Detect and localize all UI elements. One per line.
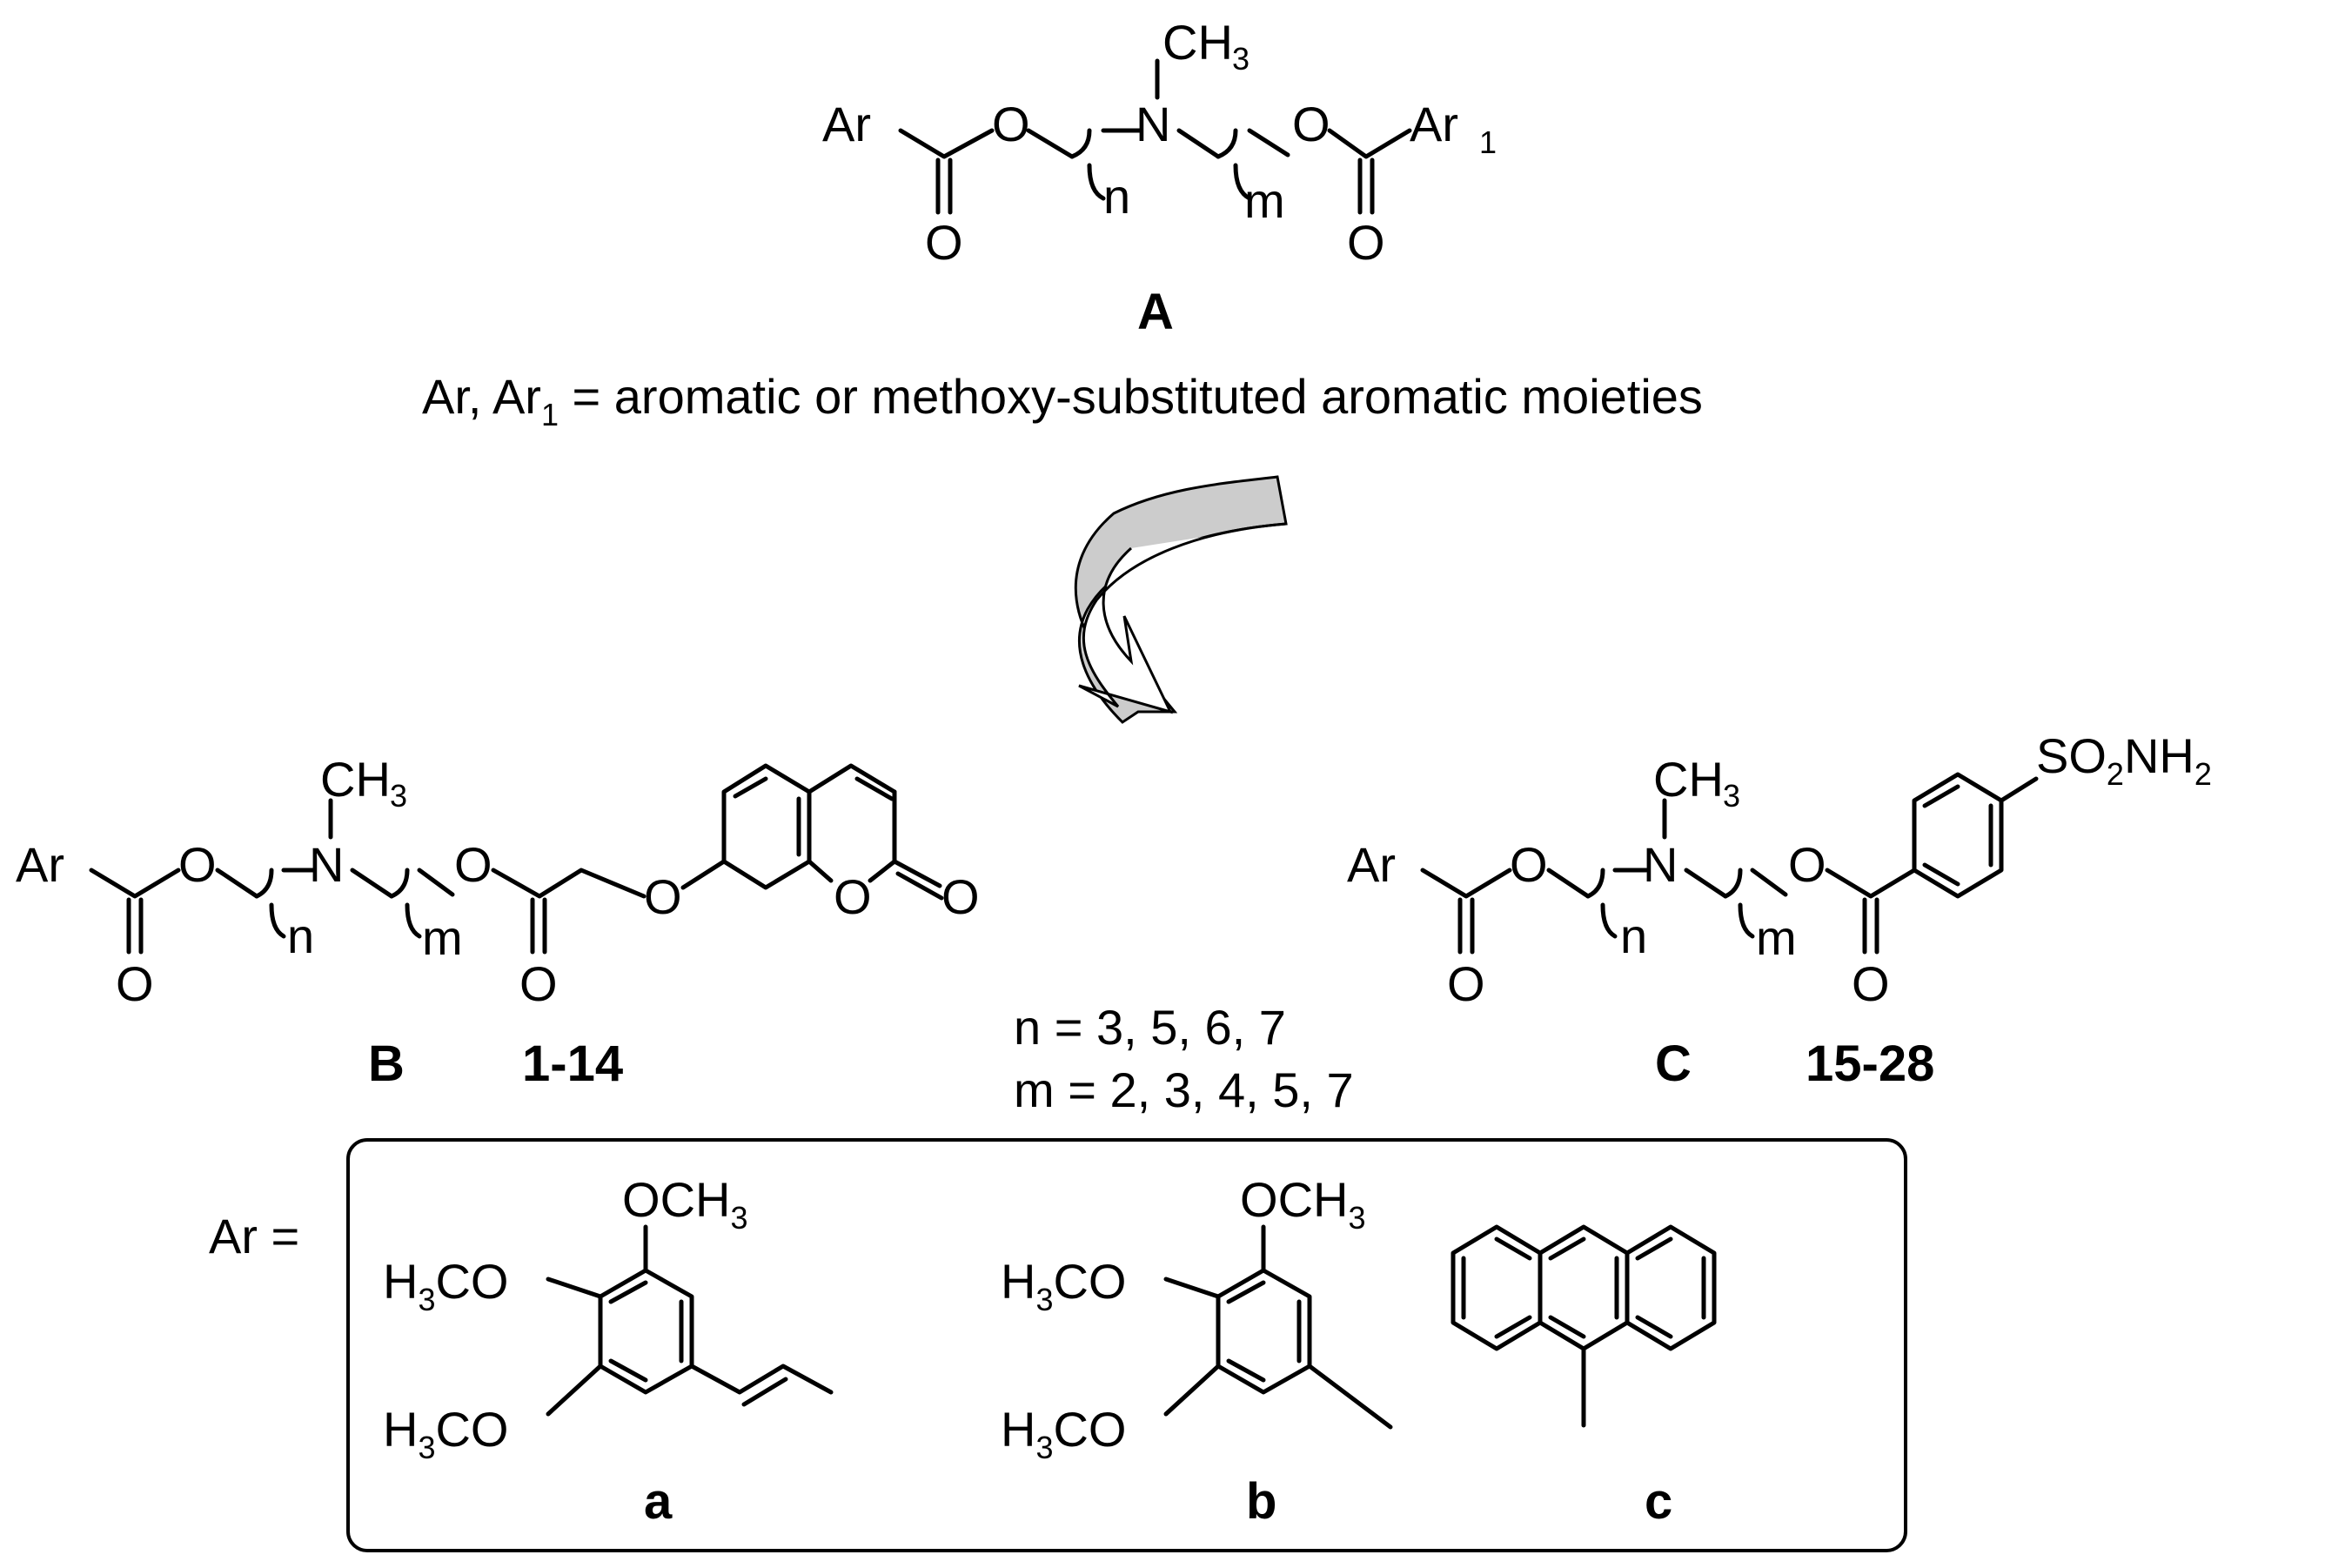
o-atom: O [1788,837,1826,892]
o-atom: O [925,215,963,270]
h3co-text: H3CO [383,1254,508,1317]
so2nh2-text: SO2NH2 [2036,728,2212,792]
n-atom: N [1643,837,1678,892]
m-index: m [422,910,463,965]
o-atom: O [1852,956,1890,1011]
o-atom: O [992,97,1030,151]
label-c-option: c [1645,1473,1672,1530]
h3co-text: H3CO [1001,1402,1126,1465]
ch-text: CH [320,752,391,807]
label-a-option: a [644,1473,673,1530]
m-values: m = 2, 3, 4, 5, 7 [1014,1062,1354,1117]
o-atom: O [1510,837,1548,892]
n-index: n [287,908,314,963]
structure-c: Ar O O n N CH 3 m O O SO2NH2 [1347,728,2212,1011]
n-index: n [1620,908,1647,963]
o-atom: O [644,869,682,924]
range-c: 15-28 [1806,1035,1934,1092]
definition-text: Ar, Ar1 = aromatic or methoxy-substitute… [422,369,1703,432]
ch-text: CH [1653,752,1724,807]
ar-box-label: Ar = [209,1209,299,1263]
ar-option-a: OCH3 H3CO H3CO [383,1172,834,1465]
subscript: 3 [390,778,407,814]
n-index: n [1103,169,1130,224]
subscript: 1 [1479,124,1497,160]
ar-atom: Ar [1347,837,1396,892]
m-index: m [1756,910,1797,965]
och3-text: OCH3 [1240,1172,1365,1236]
n-values: n = 3, 5, 6, 7 [1014,1000,1286,1055]
label-b-option: b [1246,1473,1276,1530]
o-atom: O [454,837,492,892]
o-atom: O [1447,956,1485,1011]
ar-options-box [346,1138,1907,1552]
n-atom: N [309,837,344,892]
o-atom: O [178,837,217,892]
ar-atom: Ar [822,97,871,151]
label-a: A [1137,284,1174,340]
o-atom: O [1347,215,1385,270]
o-atom: O [941,869,980,924]
label-c: C [1655,1035,1692,1092]
structure-b: Ar O O n N CH 3 m O O O O [16,752,980,1011]
ar-option-c [1451,1224,1717,1428]
range-b: 1-14 [522,1035,623,1092]
curved-arrow-outline [1078,522,1287,714]
ar-atom: Ar [16,837,64,892]
o-atom: O [834,869,872,924]
o-atom: O [519,956,558,1011]
o-atom: O [116,956,154,1011]
h3co-text: H3CO [1001,1254,1126,1317]
structure-a: Ar O O n N CH 3 m O O Ar 1 [822,15,1497,270]
label-b: B [368,1035,405,1092]
n-atom: N [1136,97,1170,151]
o-atom: O [1292,97,1330,151]
h3co-text: H3CO [383,1402,508,1465]
subscript: 3 [1723,778,1740,814]
och3-text: OCH3 [622,1172,747,1236]
ar1-atom: Ar [1410,97,1458,151]
subscript: 3 [1232,41,1250,77]
ch-text: CH [1162,15,1233,70]
ar-option-b: OCH3 H3CO H3CO [1001,1172,1393,1465]
m-index: m [1244,173,1285,228]
